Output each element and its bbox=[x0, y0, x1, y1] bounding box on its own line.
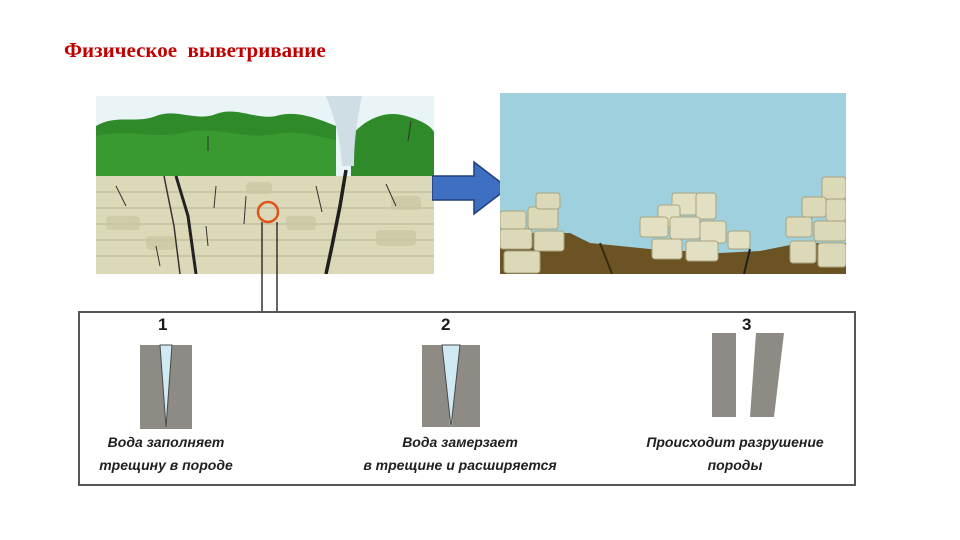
step-1-number: 1 bbox=[158, 315, 168, 334]
step-3: 3 Происходит разрушение породы bbox=[600, 313, 856, 488]
magnifier-ring-icon bbox=[256, 200, 280, 224]
step-2-caption-line1: Вода замерзает bbox=[402, 434, 518, 450]
step-1: 1 Вода заполняет трещину в породе bbox=[80, 313, 340, 488]
step-1-caption-line2: трещину в породе bbox=[99, 457, 233, 473]
slide-title: Физическое выветривание bbox=[64, 38, 326, 62]
steps-panel: 1 Вода заполняет трещину в породе 2 Вода… bbox=[78, 311, 856, 486]
rock-ice-wedge-icon bbox=[422, 344, 480, 428]
step-3-caption-line1: Происходит разрушение bbox=[646, 434, 824, 450]
step-2-caption-line2: в трещине и расширяется bbox=[363, 457, 557, 473]
step-3-number: 3 bbox=[742, 315, 752, 334]
scene-after-weathering bbox=[500, 93, 846, 274]
step-3-caption-line2: породы bbox=[707, 457, 763, 473]
right-arrow-icon bbox=[432, 160, 510, 216]
step-1-caption-line1: Вода заполняет bbox=[107, 434, 225, 450]
rock-crack-water-icon bbox=[140, 344, 192, 429]
rock-split-apart-icon bbox=[712, 333, 784, 417]
scene-before-weathering bbox=[96, 96, 434, 274]
step-2-number: 2 bbox=[441, 315, 451, 334]
step-2: 2 Вода замерзает в трещине и расширяется bbox=[340, 313, 600, 488]
